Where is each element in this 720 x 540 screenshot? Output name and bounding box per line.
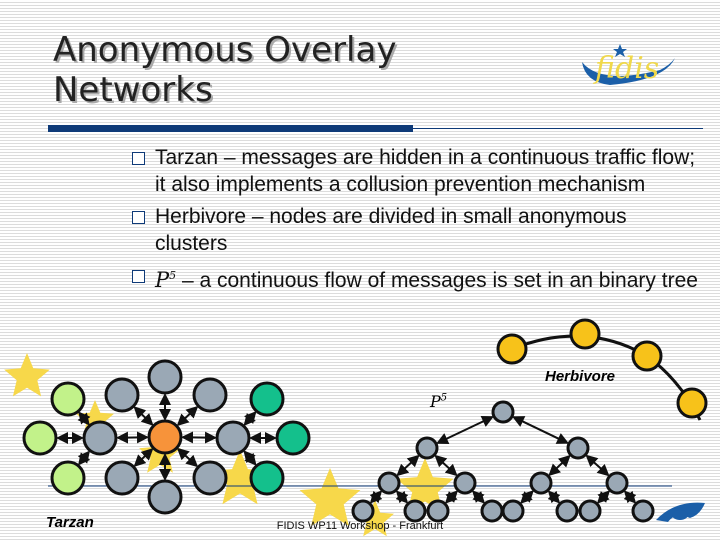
fidis-logo: fidis xyxy=(582,44,675,86)
tarzan-node xyxy=(22,420,58,456)
tarzan-node xyxy=(249,381,285,417)
footer: FIDIS WP11 Workshop - Frankfurt xyxy=(276,520,444,532)
link-arrow xyxy=(436,415,494,445)
bullet-herbivore: Herbivore – nodes are divided in small a… xyxy=(130,203,700,257)
link-arrow xyxy=(243,411,257,426)
p5-label: P5 xyxy=(430,392,448,411)
p5-tree-node xyxy=(426,499,450,523)
link-arrow xyxy=(585,454,610,477)
herbivore-node xyxy=(569,318,601,350)
link-arrow xyxy=(395,490,409,504)
star-icon xyxy=(356,500,394,537)
title-bar xyxy=(48,125,413,132)
p5-tree-node xyxy=(578,499,602,523)
star-icon xyxy=(396,458,454,513)
tarzan-node xyxy=(147,479,183,515)
tarzan-node xyxy=(215,420,251,456)
tarzan-node xyxy=(104,460,140,496)
herbivore-label: Herbivore xyxy=(545,368,616,385)
bullet-list: Tarzan – messages are hidden in a contin… xyxy=(130,144,700,299)
bullet-p5: P5 – a continuous flow of messages is se… xyxy=(130,262,700,294)
title-rule xyxy=(413,128,703,129)
p5-tree-node xyxy=(480,499,504,523)
star-icon xyxy=(299,468,361,526)
bullet-tarzan: Tarzan – messages are hidden in a contin… xyxy=(130,144,700,198)
p5-tree-node xyxy=(555,499,579,523)
p5-tree-node xyxy=(351,499,375,523)
link-arrow xyxy=(444,490,459,504)
link-arrow xyxy=(596,490,611,504)
p5-tree-node xyxy=(501,499,525,523)
herbivore-node xyxy=(631,340,663,372)
star-icon xyxy=(4,353,50,397)
eu-logo xyxy=(656,502,705,522)
tarzan-node xyxy=(249,460,285,496)
link-arrow xyxy=(396,454,420,477)
tarzan-node xyxy=(50,460,86,496)
tarzan-node xyxy=(82,420,118,456)
tarzan-node xyxy=(50,381,86,417)
p5-tree-node xyxy=(529,471,553,495)
link-arrow xyxy=(77,450,91,466)
star-icon xyxy=(211,450,269,505)
tarzan-label: Tarzan xyxy=(46,514,94,531)
p5-tree-node xyxy=(377,471,401,495)
link-arrow xyxy=(512,416,569,444)
herbivore-node xyxy=(496,333,528,365)
svg-text:fidis: fidis xyxy=(593,51,659,86)
tarzan-node xyxy=(147,359,183,395)
p5-tree-node xyxy=(631,499,655,523)
link-arrow xyxy=(133,406,154,426)
tarzan-node xyxy=(104,377,140,413)
herbivore-node xyxy=(676,387,708,419)
link-arrow xyxy=(547,490,561,504)
link-arrow xyxy=(369,490,383,504)
link-arrow xyxy=(77,411,91,426)
link-arrow xyxy=(434,454,458,477)
link-arrow xyxy=(471,490,486,504)
link-arrow xyxy=(243,450,257,466)
p5-tree-node xyxy=(403,499,427,523)
link-arrow xyxy=(176,405,199,427)
tarzan-node xyxy=(192,377,228,413)
p5-tree-node xyxy=(605,471,629,495)
p5-tree-node xyxy=(453,471,477,495)
tarzan-node xyxy=(192,460,228,496)
p5-tree-node xyxy=(491,400,515,424)
p5-tree-node xyxy=(566,436,590,460)
tarzan-node xyxy=(275,420,311,456)
link-arrow xyxy=(176,447,199,468)
link-arrow xyxy=(133,448,154,467)
link-arrow xyxy=(520,490,534,504)
tarzan-center-node xyxy=(147,419,183,455)
link-arrow xyxy=(548,454,571,477)
p5-tree-node xyxy=(415,436,439,460)
link-arrow xyxy=(623,490,637,504)
